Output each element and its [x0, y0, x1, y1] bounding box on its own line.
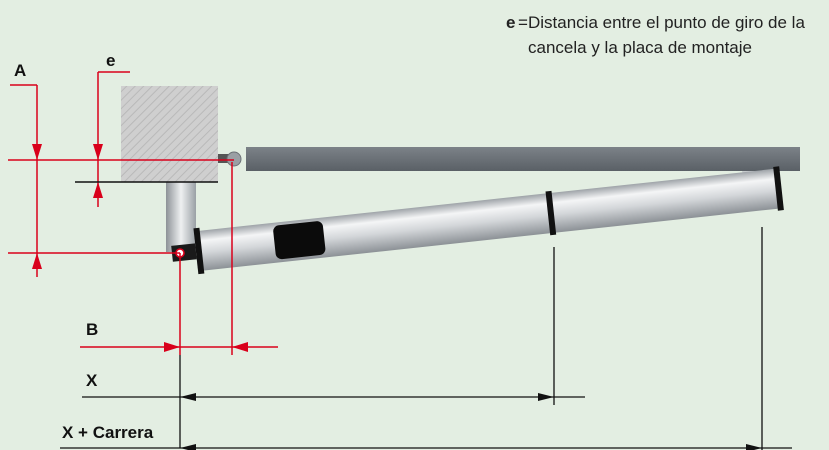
hinge-spring [218, 154, 230, 163]
label-a: A [14, 61, 26, 80]
wall-pillar [121, 86, 218, 182]
label-x: X [86, 371, 98, 390]
dimension-b-arrow-left [164, 342, 180, 352]
dimension-x [60, 227, 792, 450]
dimension-e-arrow-bottom [93, 182, 103, 198]
actuator-motor [273, 221, 326, 260]
legend-definition: Distancia entre el punto de giro de la c… [528, 13, 805, 57]
legend-equals: = [518, 13, 528, 32]
dimension-x-arrow-left [180, 393, 196, 401]
dimension-b-arrow-right [232, 342, 248, 352]
gate-leaf [246, 147, 800, 171]
actuator-joint [545, 190, 557, 236]
legend-note: e = Distancia entre el punto de giro de … [506, 10, 826, 57]
actuator-end-cap-right [773, 166, 784, 211]
hinge-pivot [226, 151, 242, 167]
dimension-x-carrera-arrow-right [746, 444, 762, 450]
label-b: B [86, 320, 98, 339]
legend-key: e [506, 13, 516, 32]
dimension-a-arrow-bottom [32, 253, 42, 269]
mounting-bracket [166, 182, 196, 252]
dimension-x-carrera-arrow-left [180, 444, 196, 450]
dimension-x-arrow-right [538, 393, 554, 401]
label-e: e [106, 51, 115, 70]
actuator-body [194, 169, 781, 271]
label-x-carrera: X + Carrera [62, 423, 154, 442]
dimension-a [8, 84, 234, 277]
actuator-end-cap-left [193, 227, 205, 275]
dimension-e-arrow-top [93, 144, 103, 160]
dimension-a-arrow-top [32, 144, 42, 160]
actuator [171, 166, 784, 275]
